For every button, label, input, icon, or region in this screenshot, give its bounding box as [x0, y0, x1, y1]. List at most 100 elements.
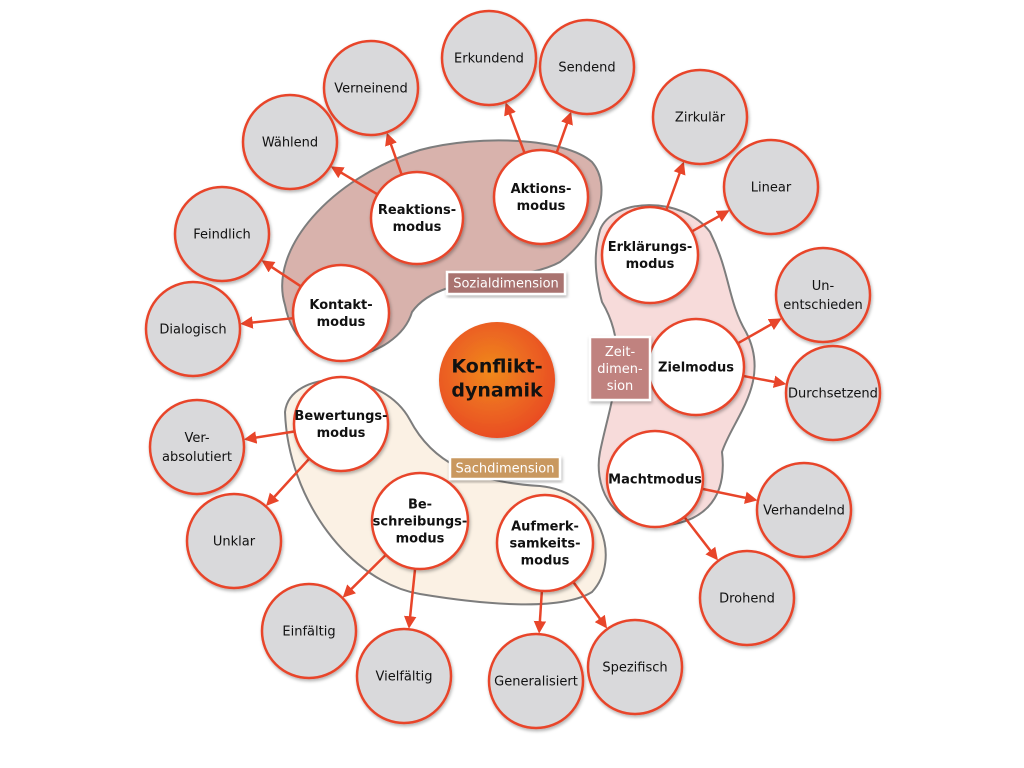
inner-node-reaktion[interactable]: Reaktions-modus — [369, 170, 465, 266]
outer-node-circle — [538, 18, 636, 116]
inner-node-label-line: modus — [317, 426, 366, 441]
outer-node-verneinend[interactable]: Verneinend — [322, 39, 420, 137]
center-label: Konflikt-dynamik — [451, 356, 543, 402]
outer-node-label-line: Durchsetzend — [788, 387, 878, 402]
arrow-beschreibung-to-vielfaeltig — [403, 566, 417, 629]
inner-node-circle — [370, 471, 470, 571]
inner-node-circle — [605, 429, 705, 529]
outer-node-label-line: Drohend — [719, 592, 775, 607]
dimension-tag-box — [448, 455, 562, 481]
outer-node-circle — [586, 618, 684, 716]
arrow-macht-to-verhandelnd — [699, 487, 758, 504]
outer-node-label-line: absolutiert — [162, 450, 232, 465]
inner-node-label-line: modus — [317, 315, 366, 330]
inner-node-label: Zielmodus — [658, 361, 734, 376]
outer-node-label-line: Verhandelnd — [763, 504, 845, 519]
outer-node-label: Spezifisch — [602, 661, 667, 676]
outer-node-label: Drohend — [719, 592, 775, 607]
inner-node-label-line: modus — [517, 199, 566, 214]
outer-node-label-line: Feindlich — [193, 228, 250, 243]
outer-node-verabsolutiert[interactable]: Ver-absolutiert — [148, 398, 246, 496]
outer-node-circle — [784, 344, 882, 442]
outer-node-label-line: Einfältig — [282, 625, 335, 640]
center-node[interactable]: Konflikt-dynamik — [439, 322, 555, 438]
sozial-dimension-tag: Sozialdimension — [445, 270, 567, 296]
outer-node-waehlend[interactable]: Wählend — [241, 93, 339, 191]
inner-node-label: Kontakt-modus — [309, 298, 372, 330]
outer-node-circle — [755, 461, 853, 559]
dimension-tag-box — [588, 335, 652, 402]
inner-node-label-line: Kontakt- — [309, 298, 372, 313]
outer-node-label-line: Unklar — [213, 535, 256, 550]
outer-node-verhandelnd[interactable]: Verhandelnd — [755, 461, 853, 559]
arrow-kontakt-to-feindlich — [261, 260, 304, 289]
dimension-tag-label: Sachdimension — [456, 462, 555, 477]
inner-node-macht[interactable]: Machtmodus — [605, 429, 705, 529]
outer-node-label-line: Zirkulär — [675, 111, 726, 126]
inner-node-label: Be-schreibungs-modus — [373, 498, 468, 547]
arrow-ziel-to-durchsetzend — [740, 374, 787, 388]
outer-node-unklar[interactable]: Unklar — [185, 492, 283, 590]
dimension-tag-label-line: Zeit- — [605, 345, 636, 360]
arrow-bewertung-to-verabsolutiert — [243, 429, 297, 444]
outer-node-feindlich[interactable]: Feindlich — [173, 185, 271, 283]
inner-node-label: Aufmerk-samkeits-modus — [510, 520, 581, 569]
outer-node-spezifisch[interactable]: Spezifisch — [586, 618, 684, 716]
outer-node-sendend[interactable]: Sendend — [538, 18, 636, 116]
arrow-erklaerung-to-linear — [689, 210, 730, 234]
arrow-beschreibung-to-einfaeltig — [342, 552, 389, 598]
outer-node-circle — [173, 185, 271, 283]
outer-node-label: Dialogisch — [159, 323, 226, 338]
outer-node-generalisiert[interactable]: Generalisiert — [487, 632, 585, 730]
outer-node-zirkulaer[interactable]: Zirkulär — [651, 68, 749, 166]
dimension-tag-label-line: sion — [607, 379, 634, 394]
outer-node-linear[interactable]: Linear — [722, 138, 820, 236]
arrow-reaktion-to-waehlend — [330, 166, 380, 197]
outer-node-label: Verhandelnd — [763, 504, 845, 519]
center-circle — [439, 322, 555, 438]
arrow-bewertung-to-unklar — [266, 456, 312, 506]
arrow-ziel-to-unentschieden — [735, 318, 782, 346]
outer-node-label: Feindlich — [193, 228, 250, 243]
outer-node-circle — [651, 68, 749, 166]
inner-node-circle — [292, 375, 390, 473]
inner-node-circle — [600, 205, 700, 305]
dimension-tag-label: Sozialdimension — [453, 277, 559, 292]
inner-node-label-line: Aufmerk- — [511, 520, 579, 535]
outer-node-erkundend[interactable]: Erkundend — [440, 9, 538, 107]
arrow-macht-to-drohend — [682, 514, 718, 561]
outer-node-unentschieden[interactable]: Un-entschieden — [774, 246, 872, 344]
outer-node-label: Un-entschieden — [783, 279, 863, 313]
inner-node-label-line: Zielmodus — [658, 361, 734, 376]
arrow-aktion-to-sendend — [554, 111, 573, 155]
outer-node-label-line: Dialogisch — [159, 323, 226, 338]
inner-node-beschreibung[interactable]: Be-schreibungs-modus — [370, 471, 470, 571]
inner-node-bewertung[interactable]: Bewertungs-modus — [292, 375, 390, 473]
outer-node-dialogisch[interactable]: Dialogisch — [144, 280, 242, 378]
outer-node-einfaeltig[interactable]: Einfältig — [260, 582, 358, 680]
inner-node-label-line: modus — [396, 532, 445, 547]
arrow-aktion-to-erkundend — [504, 102, 527, 156]
inner-node-aufmerksamkeit[interactable]: Aufmerk-samkeits-modus — [495, 493, 595, 593]
inner-node-circle — [492, 148, 590, 246]
outer-node-circle — [148, 398, 246, 496]
inner-node-label-line: modus — [393, 220, 442, 235]
outer-node-label-line: Generalisiert — [494, 675, 578, 690]
inner-node-label-line: Bewertungs- — [294, 409, 387, 424]
outer-node-label-line: Erkundend — [454, 52, 524, 67]
outer-node-vielfaeltig[interactable]: Vielfältig — [355, 627, 453, 725]
inner-node-ziel[interactable]: Zielmodus — [646, 317, 746, 417]
inner-node-label: Aktions-modus — [511, 182, 572, 214]
inner-node-label: Erklärungs-modus — [608, 240, 693, 272]
outer-node-label: Durchsetzend — [788, 387, 878, 402]
outer-node-circle — [355, 627, 453, 725]
sach-dimension-tag: Sachdimension — [448, 455, 562, 481]
outer-node-drohend[interactable]: Drohend — [698, 549, 796, 647]
inner-node-aktion[interactable]: Aktions-modus — [492, 148, 590, 246]
outer-node-label: Erkundend — [454, 52, 524, 67]
arrow-aufmerksamkeit-to-spezifisch — [571, 579, 608, 629]
outer-node-durchsetzend[interactable]: Durchsetzend — [784, 344, 882, 442]
inner-node-label: Reaktions-modus — [378, 203, 456, 235]
inner-node-kontakt[interactable]: Kontakt-modus — [291, 263, 391, 363]
inner-node-erklaerung[interactable]: Erklärungs-modus — [600, 205, 700, 305]
